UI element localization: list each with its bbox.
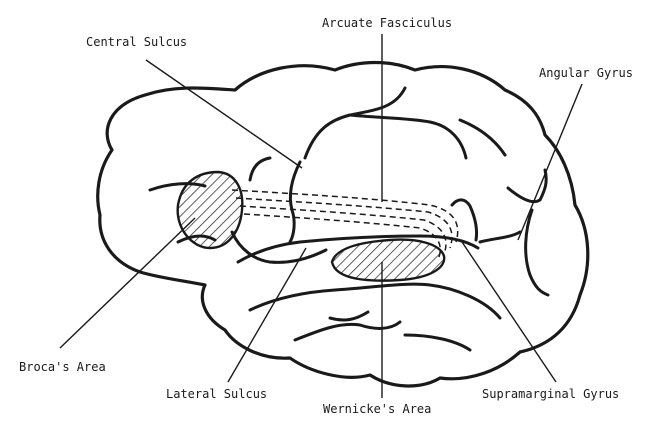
parietal-fold-mid (350, 115, 466, 158)
precentral-fold (250, 158, 270, 180)
temporal-fold-lowest (405, 335, 470, 350)
parietal-fold-upper (305, 88, 405, 158)
brocas-area-region (178, 172, 243, 248)
brain-outline (98, 63, 588, 386)
brocas-area-pointer (60, 218, 195, 348)
arcuate-fasciculus-label: Arcuate Fasciculus (322, 16, 452, 30)
angular-gyrus-pointer (518, 84, 582, 240)
angular-gyrus-label: Angular Gyrus (539, 66, 633, 80)
brocas-area-label: Broca's Area (19, 360, 106, 374)
wernickes-area-region (332, 240, 444, 281)
central-sulcus-label: Central Sulcus (86, 35, 187, 49)
supramarginal-gyrus-label: Supramarginal Gyrus (482, 387, 619, 401)
central-sulcus-pointer (146, 60, 302, 168)
occipital-fold (526, 210, 548, 295)
lateral-sulcus-label: Lateral Sulcus (166, 387, 267, 401)
parietal-fold-right (460, 120, 505, 155)
temporal-fold-lower (295, 322, 400, 340)
temporal-fold-branch (330, 312, 368, 320)
temporal-fold-upper (250, 284, 500, 318)
supramarginal-fold (452, 200, 477, 240)
angular-fold-lower (480, 232, 520, 242)
wernickes-area-label: Wernicke's Area (323, 402, 431, 416)
